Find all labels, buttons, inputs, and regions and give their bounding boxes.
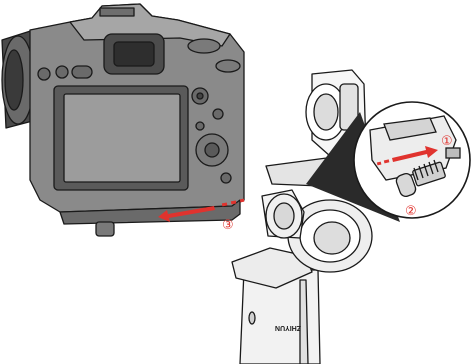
step-1-label: ①	[441, 134, 453, 149]
af-on-button	[212, 108, 224, 120]
hot-shoe	[99, 7, 135, 17]
gimbal: ZHIYUN	[231, 69, 383, 364]
rear-dial	[215, 59, 241, 73]
step-2-label: ②	[405, 204, 417, 219]
tripod-screw	[95, 221, 115, 237]
camera-baseplate	[59, 199, 241, 225]
latch-detail-inset	[306, 101, 471, 222]
latch-release-button	[395, 172, 417, 198]
gimbal-base-plate	[231, 247, 313, 289]
gimbal-brand-text: ZHIYUN	[275, 324, 301, 331]
camera	[1, 3, 245, 237]
fn-button	[71, 65, 93, 79]
menu-button	[37, 67, 51, 81]
latch-slider-ridges	[412, 159, 446, 187]
playback-button	[55, 65, 69, 79]
step-1-arrow	[376, 146, 438, 166]
step-3-arrow	[158, 198, 245, 222]
step-3-label: ③	[222, 218, 234, 233]
camera-screen	[63, 93, 181, 183]
arrows	[158, 146, 438, 222]
mode-dial	[187, 38, 221, 54]
